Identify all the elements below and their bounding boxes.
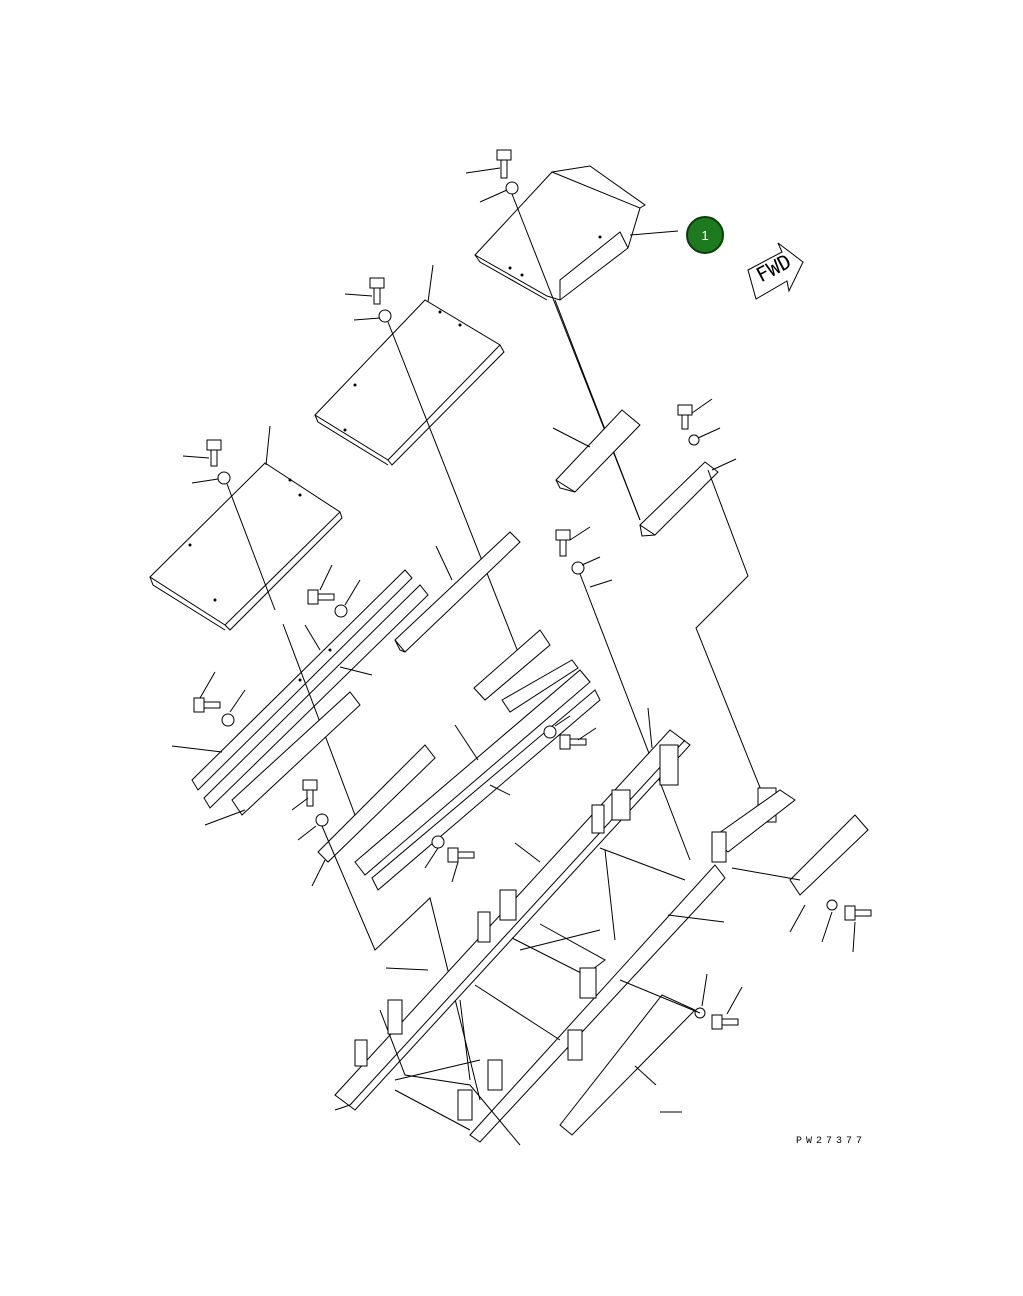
hex-bolt-icon [447, 847, 475, 863]
callout-leader [629, 230, 679, 236]
washer-icon [431, 835, 445, 849]
top-cover-part [474, 165, 646, 301]
lower-floor-panel [149, 462, 343, 631]
middle-floor-panel [314, 299, 505, 466]
angle-bracket-part [639, 461, 719, 537]
washer-icon [826, 899, 838, 911]
hex-bolt-icon [677, 404, 693, 430]
forward-arrow-icon [747, 242, 804, 300]
washer-icon [688, 434, 700, 446]
washer-icon [571, 561, 585, 575]
washer-icon [378, 309, 392, 323]
hex-bolt-icon [307, 589, 335, 605]
hex-bolt-icon [302, 779, 318, 807]
washer-icon [505, 181, 519, 195]
long-rail-part [394, 531, 521, 653]
figure-id: PW27377 [796, 1136, 867, 1147]
callout-1[interactable]: 1 [686, 216, 724, 254]
hex-bolt-icon [193, 697, 221, 713]
washer-icon [221, 713, 235, 727]
hex-bolt-icon [711, 1014, 739, 1030]
washer-icon [315, 813, 329, 827]
washer-icon [217, 471, 231, 485]
washer-icon [334, 604, 348, 618]
washer-icon [543, 725, 557, 739]
hex-bolt-icon [844, 905, 872, 921]
hex-bolt-icon [369, 277, 385, 305]
hex-bolt-icon [496, 149, 512, 179]
center-bracket-part [473, 629, 579, 713]
long-rail-part [354, 669, 601, 891]
long-rail-part [191, 569, 429, 809]
angle-bracket-part [555, 409, 641, 493]
main-frame-part [334, 729, 726, 1146]
center-bracket-part [317, 744, 436, 863]
hex-bolt-icon [206, 439, 222, 467]
hex-bolt-icon [559, 734, 587, 750]
hex-bolt-icon [555, 529, 571, 557]
side-bracket-part [711, 787, 869, 896]
long-rail-part [231, 691, 361, 816]
